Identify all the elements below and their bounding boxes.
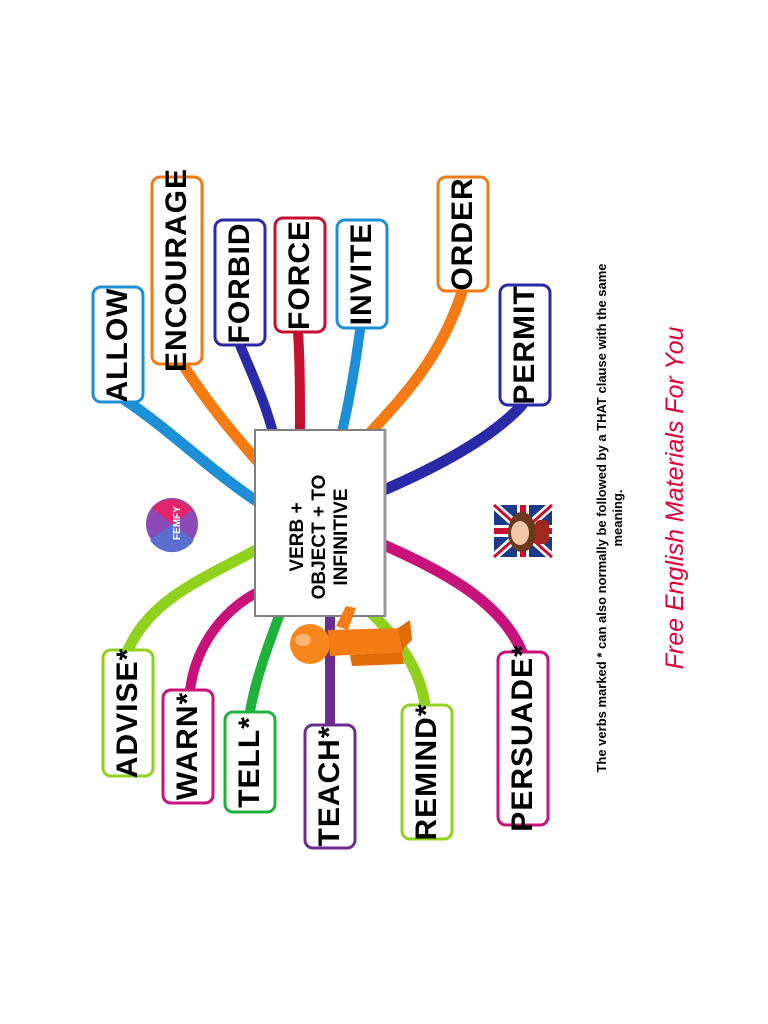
branch-forbid (235, 340, 280, 445)
verb-boxes (91, 175, 552, 850)
orange-figure-icon (290, 606, 412, 666)
verb-label-advise: ADVISE* (111, 647, 144, 779)
center-title-line-2: OBJECT + TO (309, 474, 330, 600)
box-order (436, 175, 490, 293)
brand-text: Free English Materials For You (660, 326, 689, 670)
box-permit (498, 283, 552, 407)
box-allow (91, 285, 145, 404)
branch-permit (378, 399, 528, 496)
verb-label-forbid: FORBID (223, 222, 256, 344)
verb-label-allow: ALLOW (101, 287, 134, 403)
footnote: The verbs marked * can also normally be … (592, 218, 628, 818)
branch-allow (119, 394, 261, 506)
center-title-line-1: VERB + (287, 502, 308, 572)
verb-label-remind: REMIND* (410, 703, 443, 841)
branch-persuade (378, 539, 528, 658)
box-persuade (496, 650, 550, 827)
box-encourage (150, 175, 204, 366)
box-tell (223, 710, 277, 814)
branch-advise (122, 544, 262, 656)
box-remind (400, 703, 454, 841)
verb-label-persuade: PERSUADE* (506, 644, 539, 832)
branch-invite (335, 325, 365, 445)
femfy-logo (146, 498, 198, 553)
femfy-logo-text: FEMFY (171, 506, 183, 540)
uk-flag-teacher-icon (491, 502, 555, 560)
box-force (273, 216, 327, 334)
branch-force (293, 327, 305, 445)
verb-label-force: FORCE (283, 220, 316, 330)
branch-encourage (174, 354, 271, 476)
footnote-line-2: meaning. (610, 489, 625, 547)
branch-order (362, 286, 468, 441)
box-invite (335, 218, 389, 330)
verb-label-warn: WARN* (171, 691, 204, 801)
verb-label-teach: TEACH* (313, 725, 346, 847)
verb-label-order: ORDER (446, 177, 479, 291)
verb-label-invite: INVITE (345, 222, 378, 326)
box-teach (303, 723, 357, 850)
verb-label-tell: TELL* (233, 716, 266, 808)
footnote-line-1: The verbs marked * can also normally be … (594, 263, 609, 773)
box-warn (161, 688, 215, 805)
box-forbid (213, 218, 267, 347)
box-advise (101, 648, 155, 778)
verb-label-encourage: ENCOURAGE (160, 167, 193, 372)
center-title-line-3: INFINITIVE (331, 488, 352, 586)
center-title: VERB + OBJECT + TO INFINITIVE (285, 452, 355, 622)
center-board (254, 429, 386, 617)
branch-remind (362, 604, 431, 711)
verb-label-permit: PERMIT (508, 285, 541, 405)
branch-warn (185, 585, 267, 695)
branches (119, 286, 528, 730)
